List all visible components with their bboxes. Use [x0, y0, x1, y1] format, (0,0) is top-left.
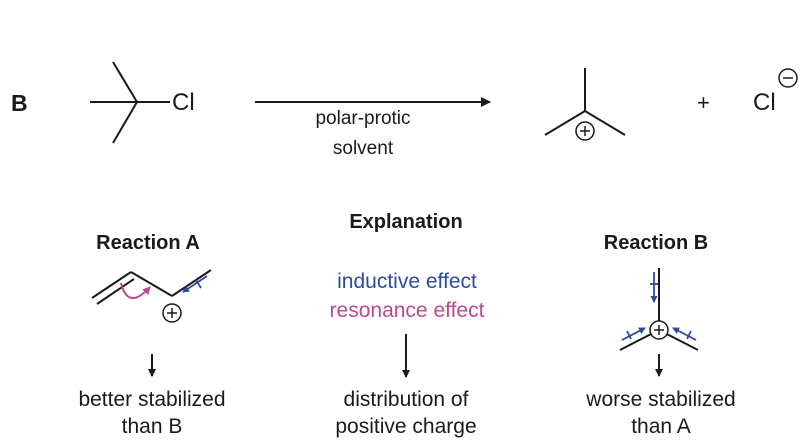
- positive-charge-b-icon: [649, 320, 669, 340]
- condition-line2: solvent: [332, 138, 394, 159]
- explanation-conclusion-line2: positive charge: [335, 415, 477, 438]
- condition-line1: polar-protic: [315, 108, 411, 129]
- reactant-skeleton: [90, 61, 170, 144]
- chloride-label: Cl: [753, 89, 776, 116]
- plus-sign: +: [697, 90, 710, 115]
- inductive-arrows-b: [621, 272, 697, 341]
- resonance-arrow: [120, 282, 151, 299]
- explanation-conclusion-line1: distribution of: [343, 388, 469, 411]
- reaction-a-heading: Reaction A: [96, 232, 200, 254]
- inductive-arrow-a: [182, 275, 208, 293]
- allyl-cation-skeleton: [91, 269, 212, 305]
- carbocation-skeleton: [544, 68, 626, 136]
- reaction-b-conclusion-line1: worse stabilized: [586, 388, 736, 411]
- positive-charge-a-icon: [162, 303, 182, 323]
- resonance-effect-label: resonance effect: [329, 299, 485, 322]
- reaction-b-heading: Reaction B: [603, 232, 709, 254]
- reaction-a-conclusion-line1: better stabilized: [78, 388, 226, 411]
- inductive-effect-label: inductive effect: [337, 270, 477, 293]
- reaction-b-conclusion-line2: than A: [631, 415, 691, 438]
- negative-charge-icon: [778, 68, 798, 88]
- reaction-diagram: [90, 61, 798, 378]
- reaction-a-conclusion-line2: than B: [121, 415, 183, 438]
- panel-label: B: [11, 90, 28, 116]
- explanation-heading: Explanation: [349, 211, 463, 233]
- positive-charge-icon: [575, 121, 595, 141]
- reactant-chlorine-label: Cl: [172, 89, 195, 116]
